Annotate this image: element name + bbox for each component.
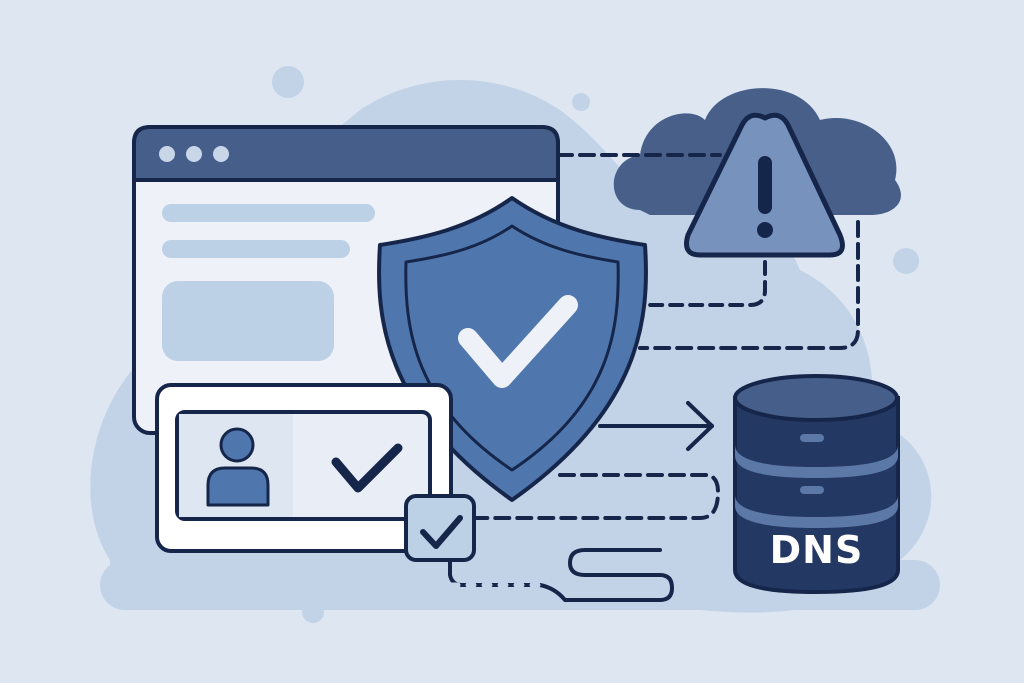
decor-dot [272,66,304,98]
arrow-right-icon [598,401,714,451]
checkmark-icon [331,443,403,493]
content-block [162,281,334,361]
window-dot [159,146,175,162]
warning-triangle-icon [684,112,845,258]
decor-dot [893,248,919,274]
user-icon [206,427,270,507]
window-dot [213,146,229,162]
decor-dot [572,93,590,111]
content-bar [162,204,375,222]
window-dot [186,146,202,162]
checkbox-checked-icon [404,494,476,562]
content-bar [162,240,350,258]
identity-card [155,383,453,553]
database-icon [733,374,900,595]
decor-dot [302,601,324,623]
dns-label: DNS [769,528,864,572]
connector-lines [448,153,860,602]
